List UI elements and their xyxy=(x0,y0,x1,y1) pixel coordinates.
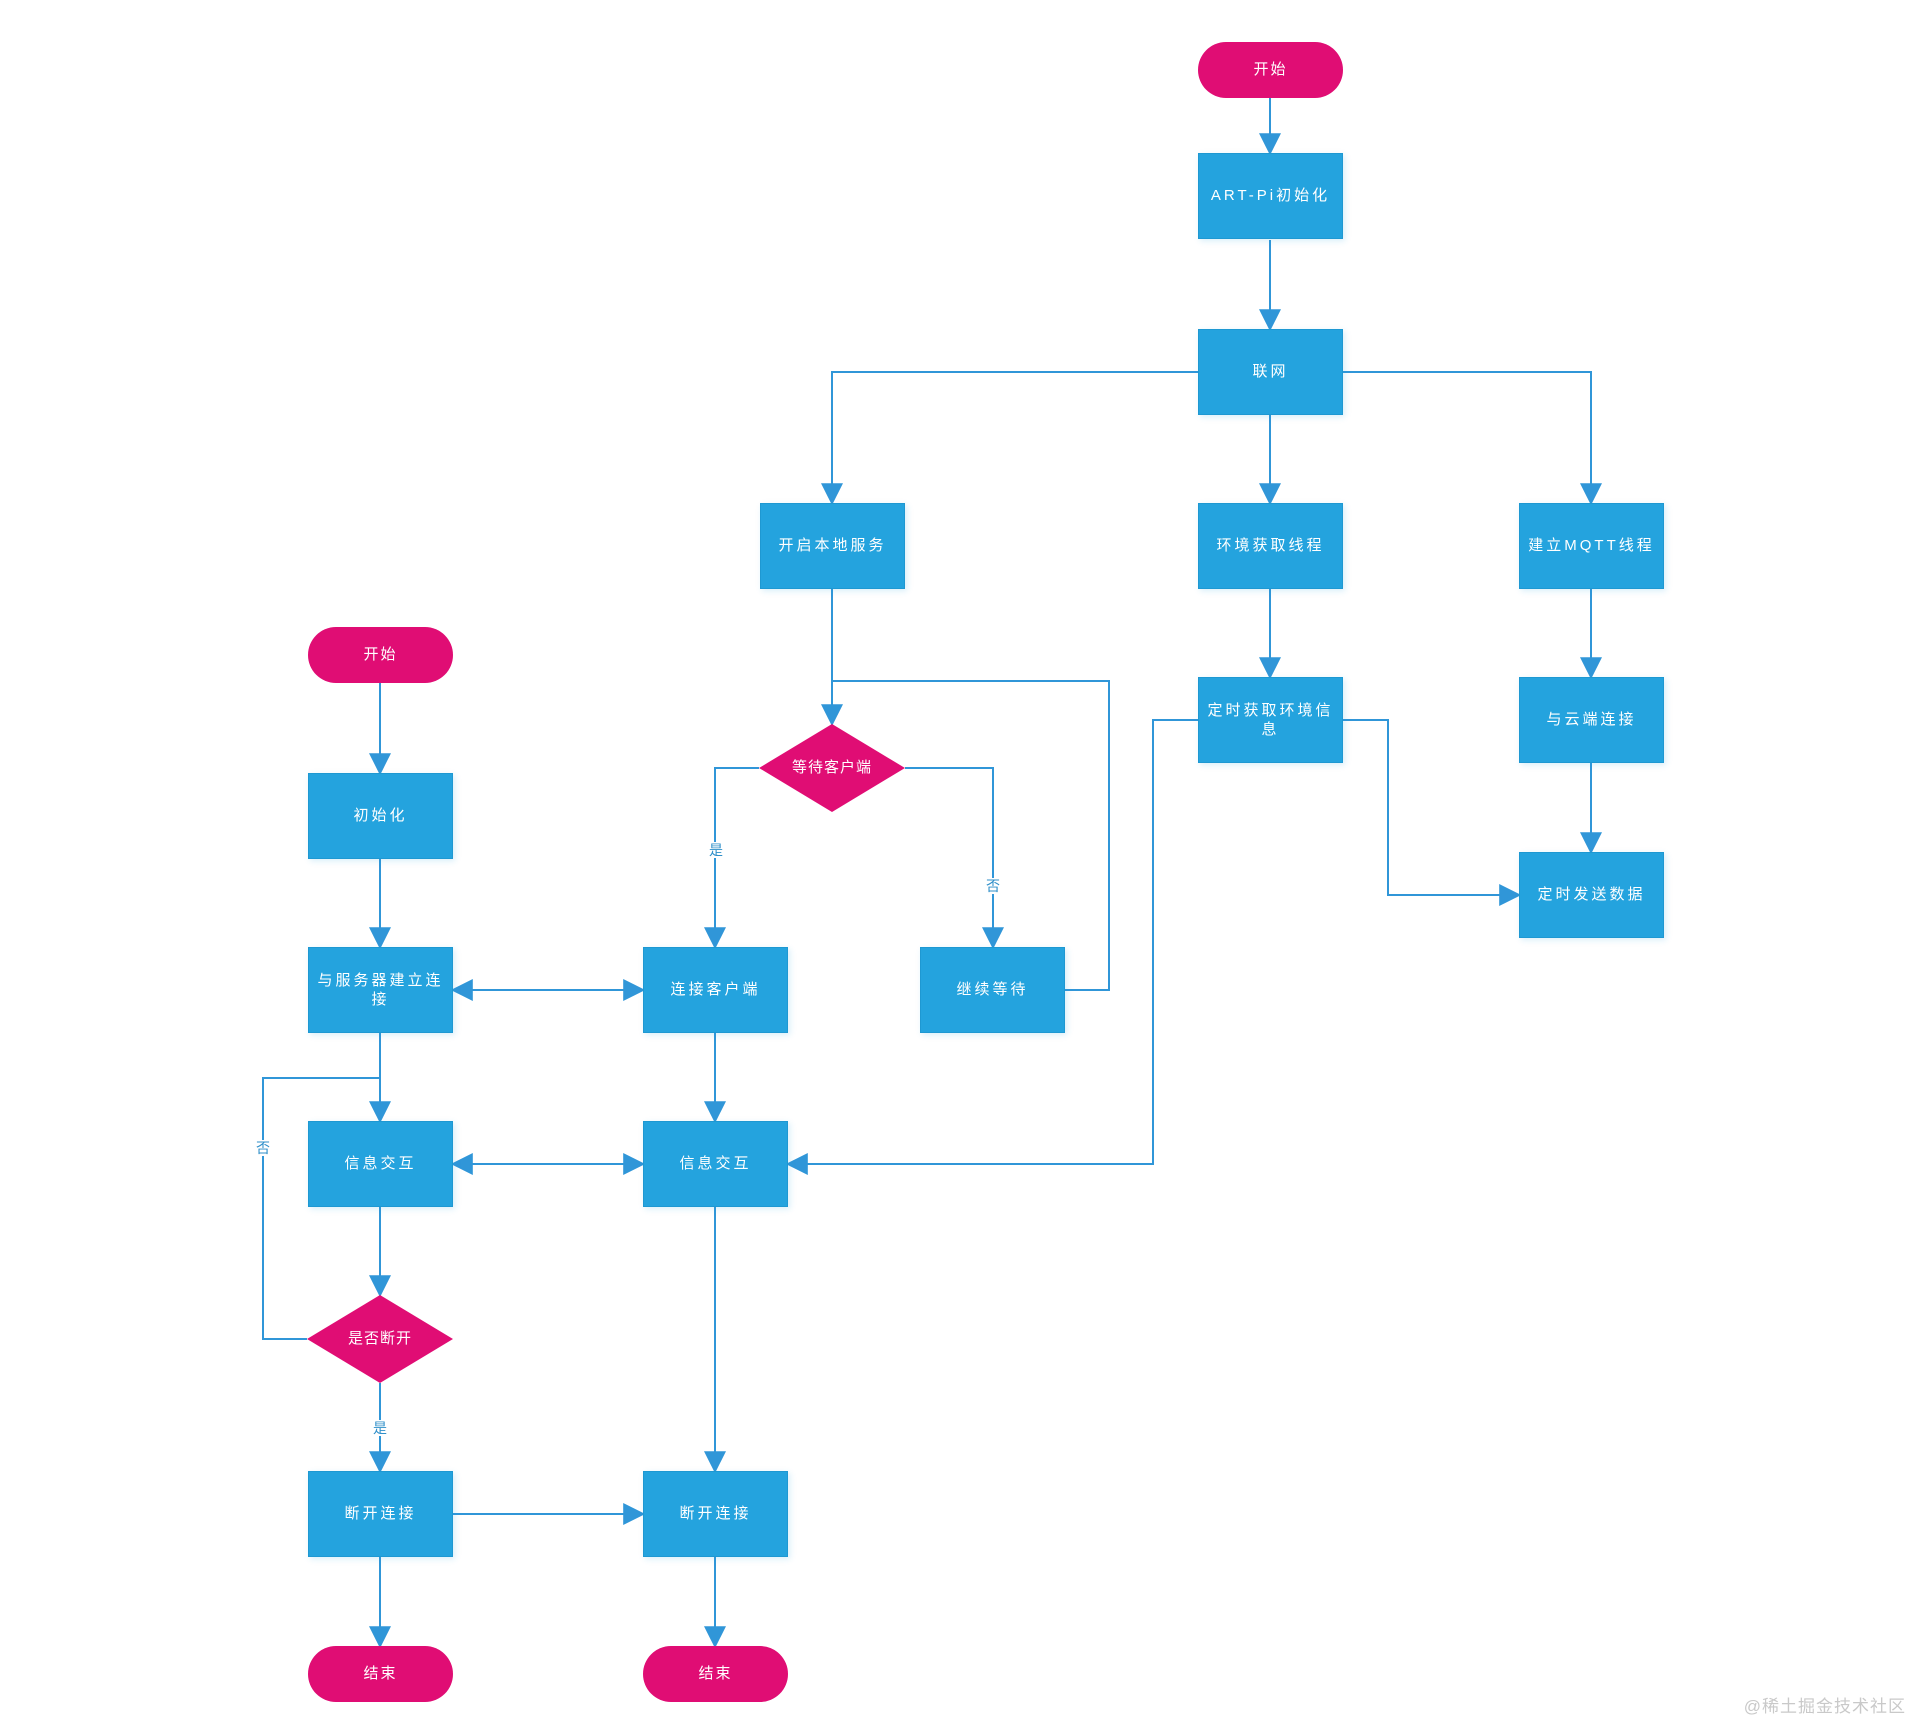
edge-decision-no-loop xyxy=(262,1077,380,1340)
edge-timed-env-to-timed-send xyxy=(1343,719,1522,906)
node-end-mid: 结束 xyxy=(643,1646,788,1702)
node-timed-get-env: 定时获取环境信息 xyxy=(1198,677,1343,763)
node-info-exchange-mid: 信息交互 xyxy=(643,1121,788,1207)
node-timed-send: 定时发送数据 xyxy=(1519,852,1664,938)
node-start-right: 开始 xyxy=(1198,42,1343,98)
edge-label-yes-disconnect: 是 xyxy=(370,1420,390,1436)
edge-label-yes-client: 是 xyxy=(706,842,726,858)
node-init: 初始化 xyxy=(308,773,453,859)
node-disconnect-mid: 断开连接 xyxy=(643,1471,788,1557)
edge-network-to-local-service xyxy=(821,371,1198,506)
node-mqtt-thread: 建立MQTT线程 xyxy=(1519,503,1664,589)
node-client-connect: 连接客户端 xyxy=(643,947,788,1033)
node-network: 联网 xyxy=(1198,329,1343,415)
node-local-service: 开启本地服务 xyxy=(760,503,905,589)
node-keep-waiting: 继续等待 xyxy=(920,947,1065,1033)
node-cloud-connect: 与云端连接 xyxy=(1519,677,1664,763)
node-disconnect-left: 断开连接 xyxy=(308,1471,453,1557)
edge-wait-client-no xyxy=(905,767,1004,950)
node-env-thread: 环境获取线程 xyxy=(1198,503,1343,589)
node-end-left: 结束 xyxy=(308,1646,453,1702)
edge-timed-env-to-info-mid xyxy=(785,719,1198,1175)
node-artpi-init: ART-Pi初始化 xyxy=(1198,153,1343,239)
edge-network-to-mqtt-thread xyxy=(1343,371,1602,506)
watermark: @稀土掘金技术社区 xyxy=(1743,1697,1906,1716)
edge-wait-client-yes xyxy=(704,767,759,950)
node-info-exchange-left: 信息交互 xyxy=(308,1121,453,1207)
edge-keep-waiting-loop xyxy=(832,680,1110,991)
node-start-left: 开始 xyxy=(308,627,453,683)
edge-label-no-client: 否 xyxy=(983,878,1003,894)
edge-label-no-loop: 否 xyxy=(253,1140,273,1156)
node-server-connect: 与服务器建立连接 xyxy=(308,947,453,1033)
